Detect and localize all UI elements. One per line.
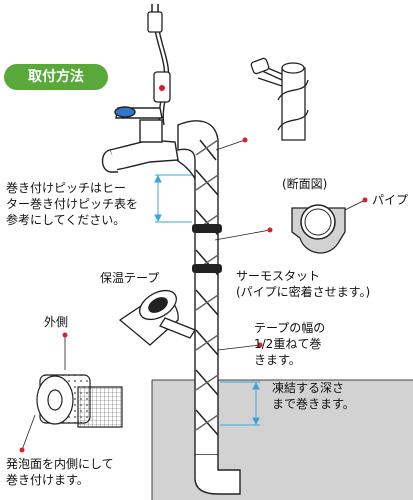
thermostat-line: サーモスタット [236,269,321,283]
freeze-depth-guide [220,381,260,426]
pipe-label: パイプ [372,193,409,207]
pitch-note-line: 参考にしてください。 [6,213,126,227]
tape-width-note: テープの幅の 1/2重ねて巻 きます。 [254,320,325,368]
foam-side-note: 発泡面を内側にして 巻き付けます。 [6,456,114,488]
section-view-label: (断面図) [282,177,328,191]
thermostat-label: サーモスタット (パイプに密着させます。) [236,268,370,300]
foam-side-line: 巻き付けます。 [6,473,89,487]
thermostat-line: (パイプに密着させます。) [236,285,371,299]
faucet [101,106,179,173]
outside-label: 外側 [44,315,69,329]
tape-width-line: テープの幅の [254,321,326,335]
tape-width-line: きます。 [254,353,301,367]
freeze-depth-note: 凍結する深さ まで巻きます。 [272,380,355,412]
insulation-tape-roll [118,289,196,346]
callout-dots [19,137,368,453]
pipe-detail-inset [250,57,309,141]
pitch-note-line: ター巻き付けピッチ表を [6,197,139,211]
thermostat-bands [192,224,222,273]
cord-switch [153,71,171,103]
foam-tape-roll [36,374,123,428]
pitch-note-line: 巻き付けピッチはヒー [6,181,127,195]
installation-method-badge: 取付方法 [4,64,108,90]
freeze-depth-line: 凍結する深さ [272,381,345,395]
callout-lines [21,139,366,451]
plug-icon [147,4,163,33]
foam-side-line: 発泡面を内側にして [6,457,114,471]
freeze-depth-line: まで巻きます。 [272,397,355,411]
pitch-guide [154,174,192,223]
water-pipe [177,120,241,495]
tape-width-line: 1/2重ねて巻 [254,337,322,351]
insulation-tape-label: 保温テープ [100,271,160,285]
pitch-note: 巻き付けピッチはヒー ター巻き付けピッチ表を 参考にしてください。 [6,180,138,228]
heater-wrap [195,139,219,436]
cross-section-inset [291,204,346,254]
